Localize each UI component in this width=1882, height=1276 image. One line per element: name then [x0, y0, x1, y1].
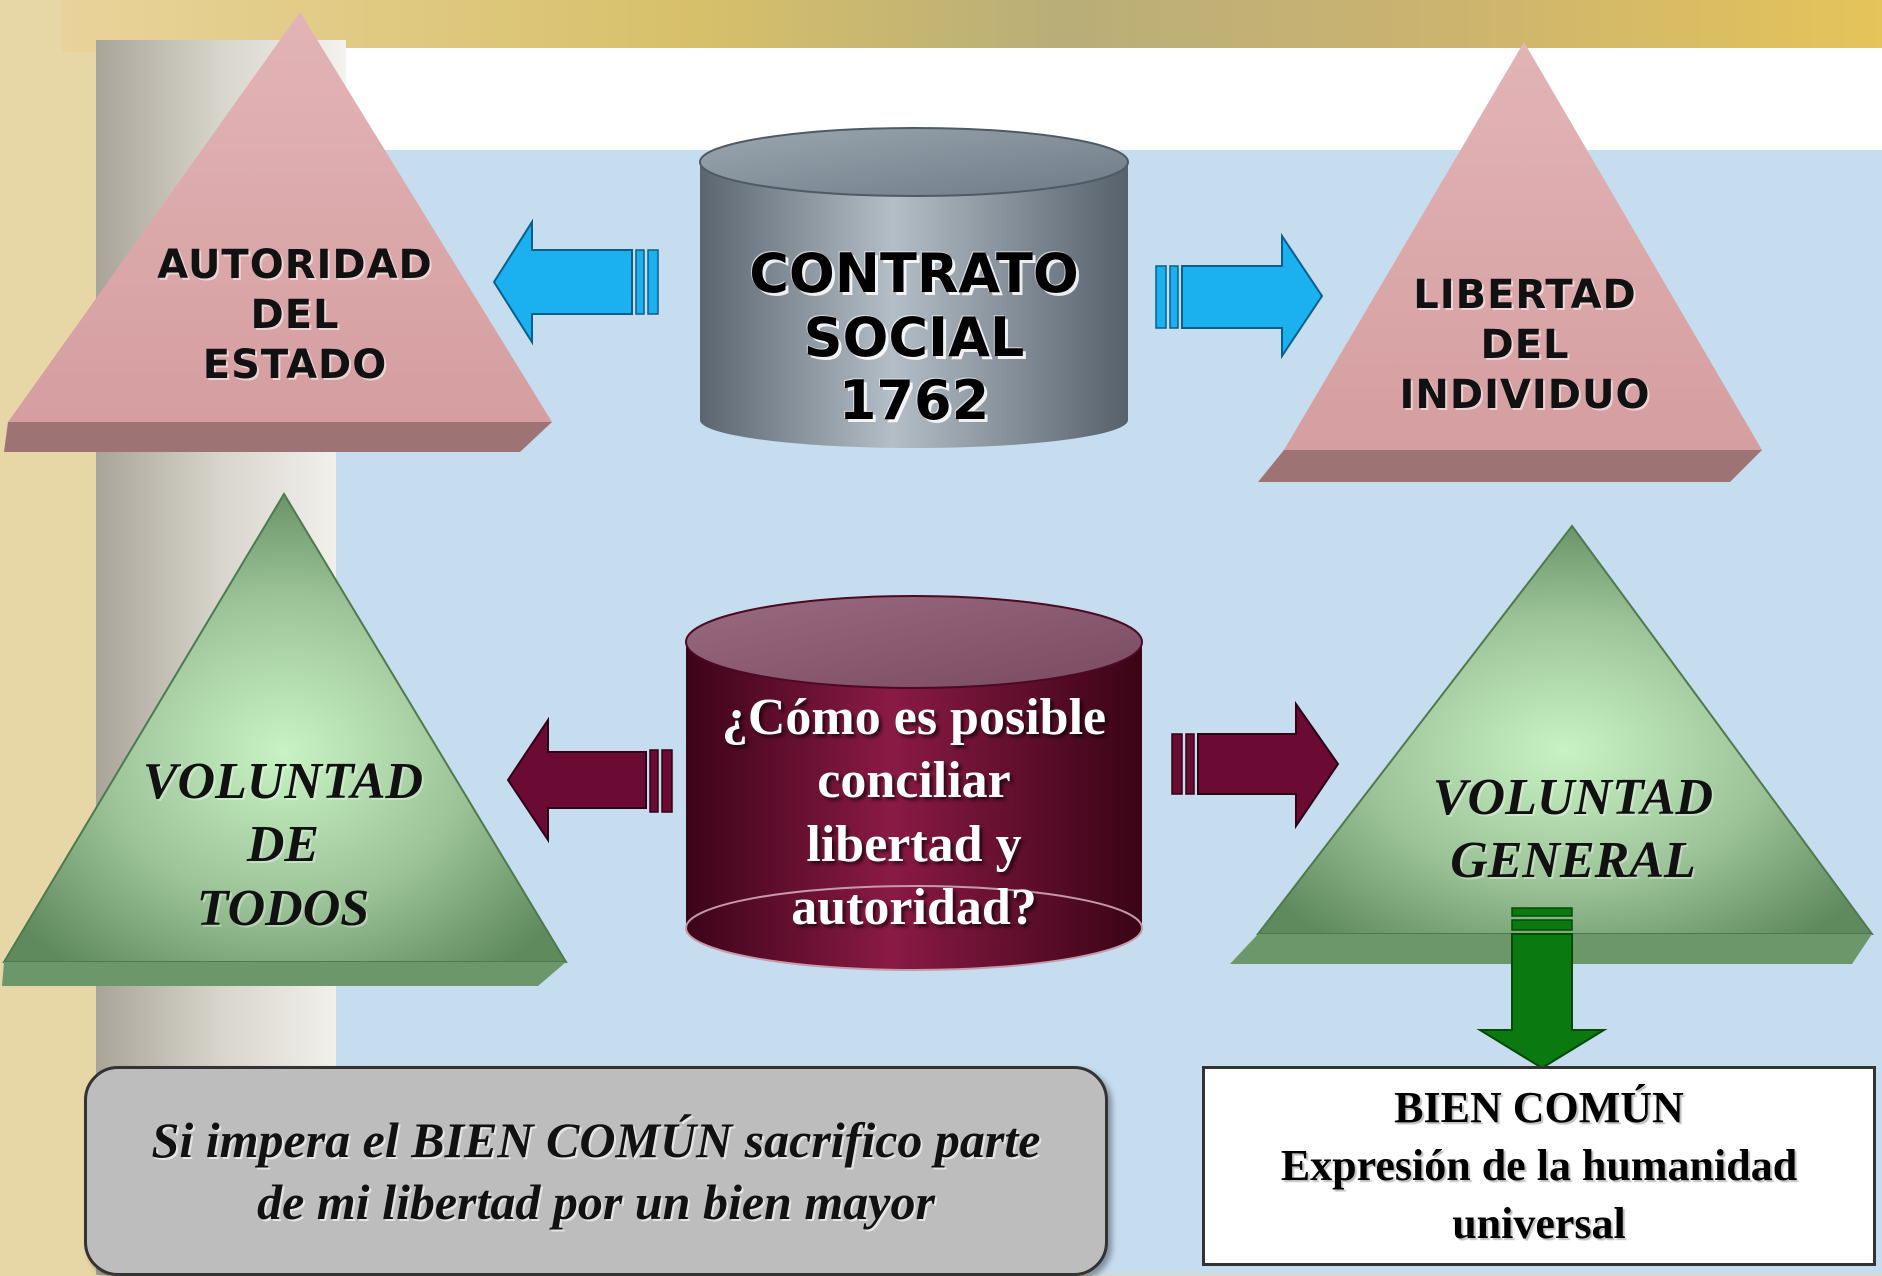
bien-comun-title: BIEN COMÚN — [1394, 1082, 1684, 1132]
autoridad-line-2: DEL — [250, 292, 340, 338]
green-arrow-down — [1476, 907, 1608, 1070]
autoridad-label: AUTORIDAD DEL ESTADO — [140, 240, 450, 390]
libertad-line-2: DEL — [1480, 322, 1570, 368]
voluntad-todos-line-2: DE — [246, 816, 320, 874]
voluntad-general-line-2: GENERAL — [1450, 832, 1696, 890]
voluntad-general-label: VOLUNTAD GENERAL — [1398, 766, 1748, 893]
pregunta-line-1: ¿Cómo es posible — [721, 689, 1107, 746]
contrato-cylinder — [699, 127, 1129, 448]
libertad-triangle — [1258, 42, 1762, 482]
note-line-2: de mi libertad por un bien mayor — [257, 1174, 935, 1230]
autoridad-line-3: ESTADO — [202, 342, 388, 388]
bien-comun-box: BIEN COMÚN Expresión de la humanidad uni… — [1202, 1066, 1876, 1266]
pregunta-line-4: autoridad? — [791, 879, 1037, 937]
voluntad-general-line-1: VOLUNTAD — [1432, 769, 1714, 826]
libertad-label: LIBERTAD DEL INDIVIDUO — [1370, 270, 1680, 420]
maroon-arrow-right — [1171, 700, 1340, 830]
bien-comun-line-3: universal — [1452, 1199, 1626, 1249]
voluntad-todos-line-1: VOLUNTAD — [142, 753, 424, 810]
bien-comun-note: Si impera el BIEN COMÚN sacrifico parte … — [84, 1066, 1108, 1276]
bien-comun-note-text: Si impera el BIEN COMÚN sacrifico parte … — [152, 1109, 1041, 1234]
contrato-label: CONTRATO SOCIAL 1762 — [700, 242, 1128, 433]
contrato-line-3: 1762 — [838, 369, 990, 433]
libertad-line-1: LIBERTAD — [1413, 272, 1637, 318]
libertad-line-3: INDIVIDUO — [1399, 372, 1651, 418]
voluntad-todos-label: VOLUNTAD DE TODOS — [118, 750, 448, 940]
autoridad-triangle — [4, 12, 552, 452]
pregunta-label: ¿Cómo es posible conciliar libertad y au… — [686, 686, 1142, 940]
blue-arrow-right — [1155, 232, 1324, 360]
contrato-line-2: SOCIAL — [803, 305, 1025, 369]
voluntad-todos-line-3: TODOS — [196, 879, 370, 937]
bien-comun-line-2: Expresión de la humanidad — [1280, 1140, 1798, 1190]
white-band — [346, 48, 1882, 150]
pregunta-cylinder — [685, 595, 1143, 971]
pregunta-line-2: conciliar — [817, 752, 1011, 810]
voluntad-todos-triangle — [2, 492, 568, 986]
top-banner — [62, 0, 1882, 52]
pregunta-line-3: libertad y — [806, 815, 1022, 873]
maroon-arrow-left — [506, 716, 673, 844]
note-line-1: Si impera el BIEN COMÚN sacrifico parte — [151, 1111, 1041, 1168]
autoridad-line-1: AUTORIDAD — [157, 242, 433, 288]
contrato-line-1: CONTRATO — [749, 242, 1079, 305]
blue-arrow-left — [492, 218, 659, 346]
